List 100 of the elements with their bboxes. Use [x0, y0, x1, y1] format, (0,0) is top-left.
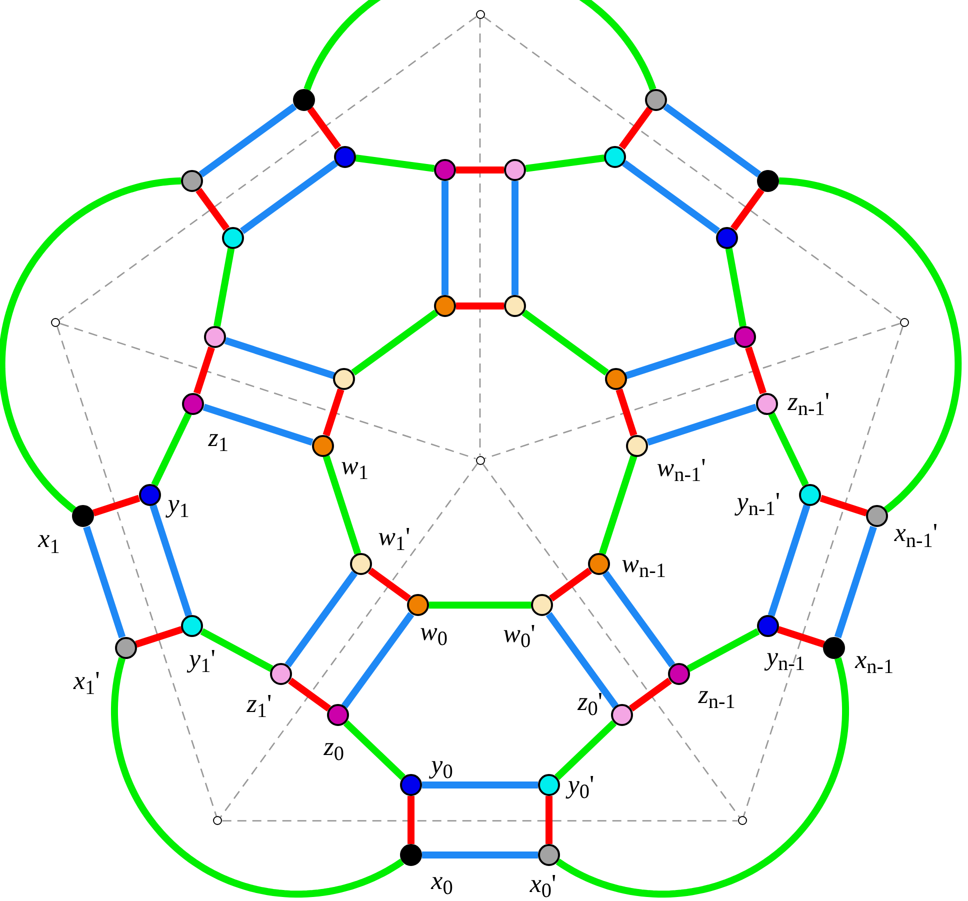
- graph-vertex: [604, 146, 626, 168]
- edge-line: [322, 455, 362, 555]
- vertex-label: x$_{n-1}$': [894, 520, 938, 546]
- edge-line: [663, 104, 762, 178]
- hollow-point: [213, 816, 222, 826]
- edge-line: [525, 154, 605, 172]
- edge-line: [622, 160, 720, 234]
- edge-line: [343, 720, 406, 780]
- edge-line: [546, 796, 552, 844]
- edge-line: [549, 568, 592, 602]
- graph-vertex: [504, 159, 526, 181]
- graph-vertex: [434, 159, 456, 181]
- edge-line: [512, 181, 518, 295]
- edge-line: [618, 106, 653, 150]
- dashed-line: [482, 463, 740, 818]
- vertex-label: y$_{1}$': [189, 646, 216, 672]
- edge-line: [200, 628, 274, 672]
- edge-line: [456, 166, 504, 174]
- arc-edge: [778, 177, 962, 513]
- dashed-line: [222, 820, 738, 822]
- edge-line: [428, 602, 532, 609]
- edge-line: [224, 337, 335, 380]
- edge-line: [284, 570, 358, 668]
- vertex-label: x$_{1}$: [38, 526, 60, 552]
- edge-line: [307, 106, 342, 150]
- edge-line: [322, 388, 344, 436]
- edge-line: [198, 104, 297, 178]
- vertex-label: y$_{n-1}$: [766, 644, 806, 670]
- graph-vertex: [434, 295, 456, 317]
- edge-line: [725, 248, 746, 327]
- dashed-line: [56, 326, 218, 817]
- edge-line: [422, 852, 538, 858]
- edge-line: [768, 504, 810, 617]
- edge-line: [135, 626, 183, 648]
- vertex-label: z$_{0}$': [578, 689, 603, 716]
- dashed-line: [484, 322, 900, 460]
- edge-line: [628, 678, 672, 712]
- vertex-label: z$_{1}$': [246, 691, 272, 718]
- arc-edge: [556, 657, 850, 898]
- edge-line: [196, 188, 230, 231]
- edge-line: [341, 612, 414, 708]
- graph-vertex: [204, 326, 226, 348]
- dashed-line: [479, 18, 481, 456]
- edge-line: [554, 720, 617, 780]
- edge-line: [240, 160, 338, 234]
- edge-line: [456, 302, 504, 310]
- edge-line: [202, 404, 314, 446]
- vertex-label: z$_{1}$: [208, 424, 228, 451]
- edge-line: [602, 570, 676, 668]
- graph-vertex: [333, 368, 356, 390]
- edge-line: [351, 310, 438, 376]
- vertex-label: y$_{1}$: [168, 490, 190, 517]
- edge-line: [408, 796, 414, 844]
- vertex-label: z$_{0}$: [324, 734, 344, 760]
- vertex-label: w$_{0}$': [503, 621, 536, 648]
- graph-vertex: [734, 326, 756, 348]
- edge-line: [745, 346, 767, 394]
- edge-line: [616, 388, 638, 436]
- vertex-label: w$_{0}$: [420, 619, 448, 646]
- hollow-point: [738, 816, 747, 826]
- graph-vertex: [181, 170, 203, 192]
- edge-line: [422, 782, 538, 788]
- edge-line: [288, 678, 332, 712]
- edge-line: [768, 412, 809, 486]
- edge-line: [193, 346, 215, 394]
- edge-line: [83, 526, 126, 638]
- edge-line: [214, 248, 235, 327]
- dashed-line: [483, 16, 901, 320]
- vertex-label: y$_{0}$': [568, 772, 594, 798]
- edge-line: [598, 455, 638, 555]
- edge-line: [646, 404, 758, 446]
- edge-line: [625, 337, 736, 380]
- arc-edge: [110, 657, 404, 898]
- vertex-label: w$_{1}$': [378, 524, 410, 550]
- vertex-label: z$_{n-1}$': [788, 388, 830, 415]
- edge-line: [777, 626, 825, 648]
- vertex-label: x$_{1}$': [73, 668, 100, 694]
- vertex-label: x$_{0}$': [530, 871, 556, 897]
- dashed-line: [742, 326, 904, 817]
- hollow-point: [476, 456, 484, 464]
- edge-line: [150, 504, 192, 617]
- edge-line: [151, 412, 192, 486]
- vertex-label: x$_{n-1}$: [855, 646, 894, 673]
- vertex-label: y$_{n-1}$': [736, 488, 780, 515]
- edge-line: [368, 568, 411, 602]
- hollow-point: [476, 10, 484, 18]
- dashed-line: [59, 16, 477, 320]
- vertex-label: y$_{0}$: [431, 752, 453, 778]
- hollow-point: [51, 318, 60, 327]
- graph-vertex: [334, 146, 356, 168]
- edge-line: [92, 494, 140, 516]
- vertex-label: w$_{n-1}$: [622, 551, 666, 578]
- dashed-line: [60, 322, 476, 460]
- vertex-label: w$_{n-1}$': [656, 454, 706, 481]
- edge-line: [820, 494, 868, 516]
- edge-line: [730, 188, 764, 231]
- arc-edge: [0, 177, 182, 513]
- hollow-point: [900, 318, 909, 327]
- vertex-label: w$_{1}$: [340, 452, 368, 479]
- vertex-label: x$_{0}$: [431, 868, 453, 894]
